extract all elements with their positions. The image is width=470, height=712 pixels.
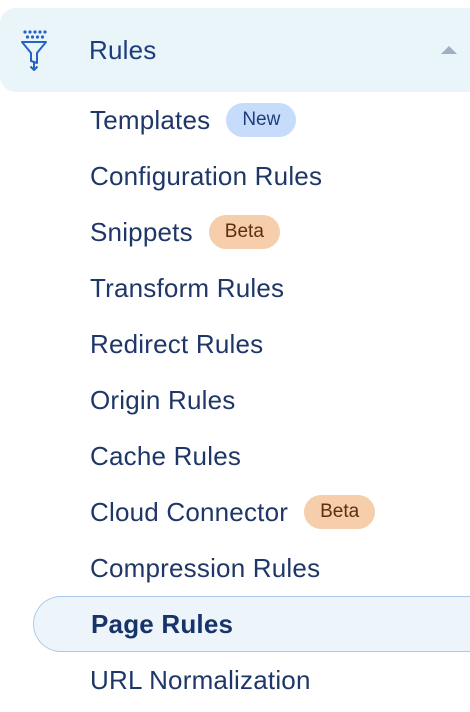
rules-section-header[interactable]: Rules bbox=[0, 8, 470, 92]
beta-badge: Beta bbox=[304, 495, 376, 529]
chevron-up-icon[interactable] bbox=[440, 42, 458, 56]
sidebar-item-cache-rules[interactable]: Cache Rules bbox=[0, 428, 470, 484]
beta-badge: Beta bbox=[208, 215, 280, 249]
sidebar-item-page-rules[interactable]: Page Rules bbox=[33, 596, 470, 652]
section-title: Rules bbox=[89, 35, 157, 65]
sidebar-item-url-normalization[interactable]: URL Normalization bbox=[0, 652, 470, 708]
sidebar-item-cloud-connector[interactable]: Cloud Connector Beta bbox=[0, 484, 470, 540]
sidebar-item-redirect-rules[interactable]: Redirect Rules bbox=[0, 316, 470, 372]
sidebar-item-label: Snippets bbox=[90, 216, 193, 247]
sidebar-item-templates[interactable]: Templates New bbox=[0, 92, 470, 148]
sidebar-item-label: URL Normalization bbox=[90, 664, 311, 695]
sidebar-item-configuration-rules[interactable]: Configuration Rules bbox=[0, 148, 470, 204]
sidebar-item-label: Origin Rules bbox=[90, 384, 236, 415]
sidebar-item-origin-rules[interactable]: Origin Rules bbox=[0, 372, 470, 428]
filter-funnel-icon bbox=[21, 30, 47, 71]
sidebar-item-label: Redirect Rules bbox=[90, 328, 264, 359]
sidebar-item-label: Page Rules bbox=[91, 608, 234, 639]
sidebar-item-label: Compression Rules bbox=[90, 552, 321, 583]
sidebar-item-label: Templates bbox=[90, 104, 211, 135]
sidebar-item-snippets[interactable]: Snippets Beta bbox=[0, 204, 470, 260]
sidebar-item-compression-rules[interactable]: Compression Rules bbox=[0, 540, 470, 596]
sidebar-item-label: Configuration Rules bbox=[90, 160, 323, 191]
sidebar-item-label: Transform Rules bbox=[90, 272, 285, 303]
sidebar-item-label: Cloud Connector bbox=[90, 496, 289, 527]
new-badge: New bbox=[226, 103, 297, 137]
sidebar-item-transform-rules[interactable]: Transform Rules bbox=[0, 260, 470, 316]
sidebar-item-label: Cache Rules bbox=[90, 440, 242, 471]
